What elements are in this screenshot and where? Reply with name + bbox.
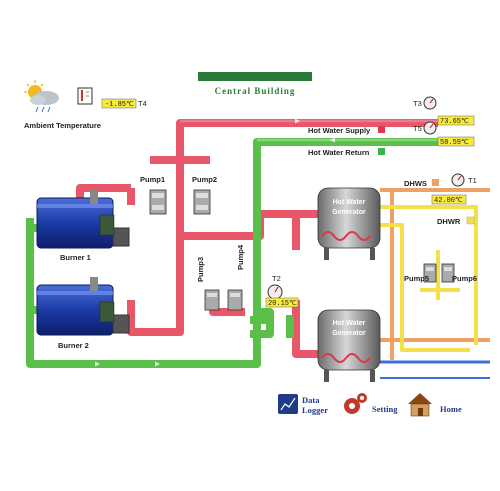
generator-1[interactable] — [317, 187, 381, 260]
t3-readout — [437, 115, 475, 126]
t4-label: T4 — [138, 99, 147, 108]
page-title: Central Building — [215, 86, 296, 96]
t2-gauge-icon — [267, 284, 283, 300]
generator-2[interactable] — [317, 309, 381, 382]
legend-return-swatch — [378, 148, 385, 155]
data-logger-button[interactable]: Data Logger — [278, 394, 328, 415]
setting-label: Setting — [372, 404, 398, 414]
thermometer-icon — [77, 87, 93, 105]
home-button[interactable]: Home — [408, 393, 462, 417]
dhws-swatch — [432, 179, 439, 186]
dhws-label: DHWS — [404, 179, 427, 188]
pump-1-label: Pump1 — [140, 175, 165, 184]
t5-value: 58.59℃ — [440, 139, 469, 147]
data-logger-label-1: Data — [302, 395, 320, 405]
pump-1[interactable] — [149, 189, 167, 215]
burner-2[interactable] — [36, 277, 130, 336]
dhwr-label: DHWR — [437, 217, 461, 226]
pump-3-label: Pump3 — [196, 257, 205, 282]
pump-5[interactable] — [423, 263, 437, 283]
t1-label: T1 — [468, 176, 477, 185]
t1-value: 42.00℃ — [434, 197, 463, 205]
legend-return-label: Hot Water Return — [308, 148, 370, 157]
data-logger-label-2: Logger — [302, 405, 328, 415]
data-logger-icon — [278, 394, 298, 414]
generator-2-title-1: Hot Water — [333, 320, 366, 327]
ambient-label: Ambient Temperature — [24, 121, 101, 130]
generator-2-title-2: Generator — [332, 330, 366, 337]
t3-value: 73.65℃ — [440, 118, 469, 126]
t1-gauge-icon — [451, 173, 465, 187]
home-label: Home — [440, 404, 462, 414]
t5-gauge-icon — [423, 121, 437, 135]
pump-2-label: Pump2 — [192, 175, 217, 184]
generator-1-title-2: Generator — [332, 209, 366, 216]
t1-readout — [431, 194, 467, 205]
t5-label: T5 — [413, 124, 422, 133]
t4-readout — [101, 98, 137, 109]
pump-6-label: Pump6 — [452, 274, 477, 283]
t3-gauge-icon — [423, 96, 437, 110]
setting-button[interactable]: Setting — [344, 393, 398, 414]
t2-label: T2 — [272, 274, 281, 283]
t3-label: T3 — [413, 99, 422, 108]
pump-5-label: Pump5 — [404, 274, 429, 283]
header-bar — [198, 72, 312, 81]
flow-arrows — [95, 118, 335, 367]
burner-1[interactable] — [36, 190, 130, 249]
home-icon — [408, 393, 432, 417]
legend-supply-label: Hot Water Supply — [308, 126, 371, 135]
t5-readout — [437, 136, 475, 147]
dhwr-swatch — [466, 216, 475, 225]
t2-value: 20.15℃ — [268, 300, 297, 308]
t4-value: -1.85℃ — [105, 101, 134, 109]
generator-1-title-1: Hot Water — [333, 199, 366, 206]
t2-readout — [265, 297, 299, 308]
burner-1-label: Burner 1 — [60, 253, 91, 262]
pump-4-label: Pump4 — [236, 244, 245, 270]
return-pipes — [26, 138, 438, 368]
burner-2-label: Burner 2 — [58, 341, 89, 350]
pump-6[interactable] — [441, 263, 455, 283]
weather-icon — [24, 80, 59, 113]
pump-2[interactable] — [193, 189, 211, 215]
pump-4[interactable] — [227, 289, 243, 311]
legend-supply-swatch — [378, 126, 385, 133]
gear-icon — [344, 393, 367, 414]
pump-3[interactable] — [204, 289, 220, 311]
dhw-pipes — [380, 188, 490, 379]
